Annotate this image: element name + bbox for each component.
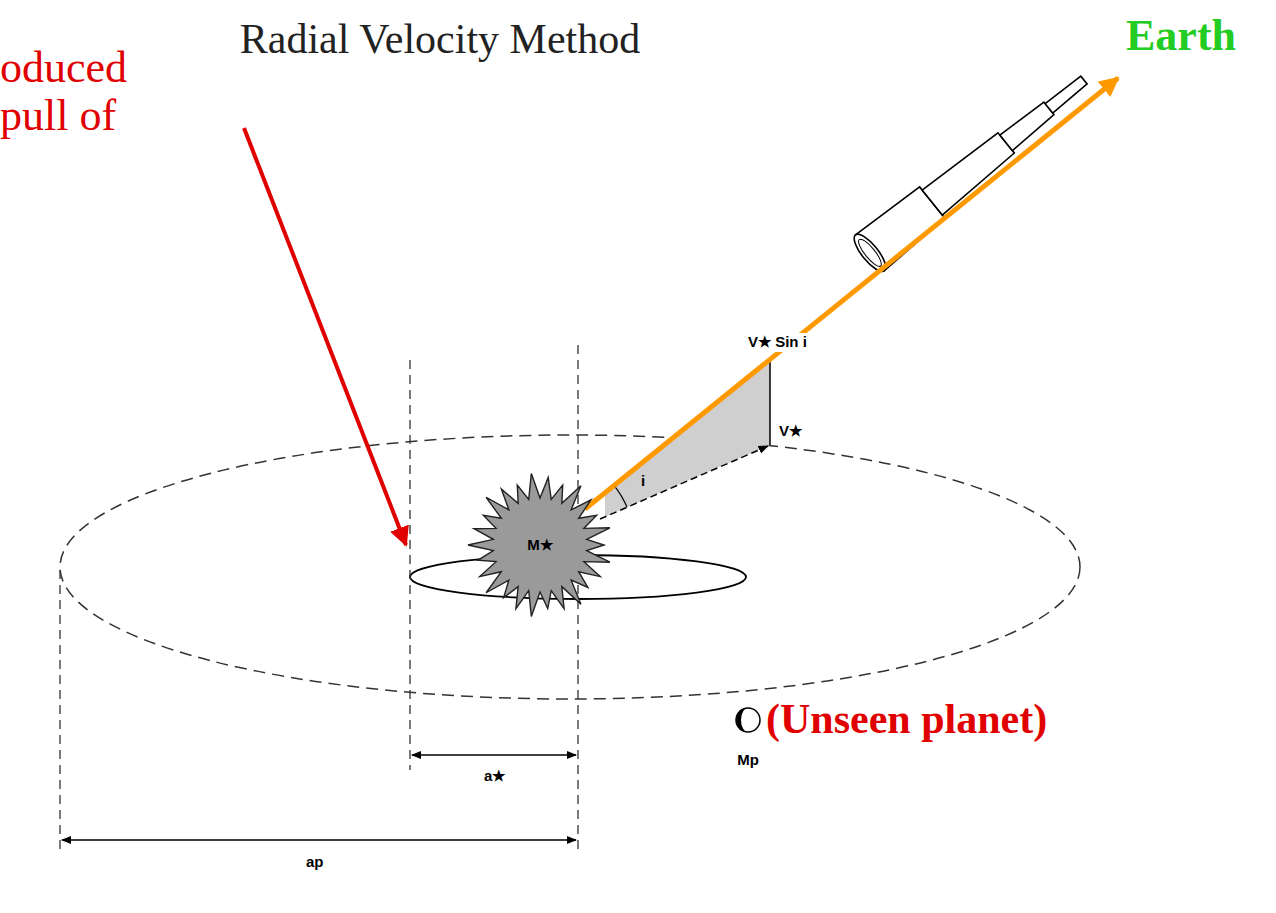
planet-callout: (Unseen planet): [766, 696, 1047, 742]
planet-orbit: [60, 435, 1080, 699]
dimension-label: a★: [484, 768, 505, 785]
planet-body: Mp: [726, 706, 770, 768]
angle-label: i: [641, 473, 645, 490]
title: Radial Velocity Method: [0, 16, 880, 62]
velocity-vector: [600, 446, 768, 519]
planet-outline: [736, 708, 760, 732]
callout-text: oduced pull of: [0, 44, 200, 141]
telescope: [849, 62, 1098, 276]
node-label: M★: [527, 537, 553, 554]
dimension-label: ap: [306, 854, 324, 871]
star-outline: [468, 474, 610, 617]
velocity-label: V★: [779, 423, 802, 440]
planet-shadow: [736, 708, 748, 732]
callout-arrow: [244, 128, 406, 545]
velocity-triangle: [605, 359, 770, 517]
velocity-label: V★ Sin i: [745, 333, 810, 352]
dimension-arrow: [62, 839, 576, 841]
line-of-sight: [585, 78, 1118, 509]
star-body: M★: [460, 465, 620, 625]
earth-label: Earth: [1126, 12, 1236, 60]
guide-line: [59, 570, 60, 855]
guide-line: [409, 360, 410, 770]
node-label: Mp: [737, 752, 759, 769]
dimension-arrow: [412, 754, 576, 756]
angle-arc: [614, 485, 627, 507]
velocity-component: [769, 359, 771, 445]
